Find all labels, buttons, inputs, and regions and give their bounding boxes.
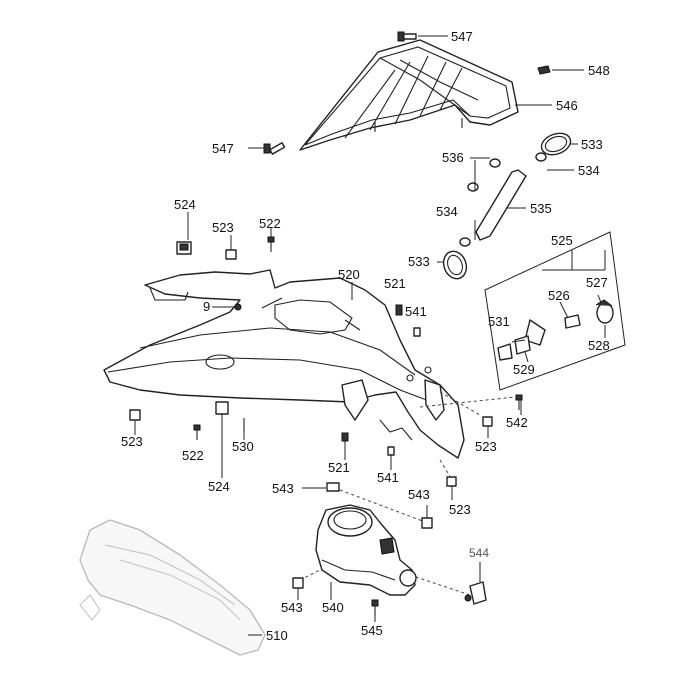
callout-522-upper: 522 (259, 216, 281, 231)
callout-536: 536 (442, 150, 464, 165)
callout-521-lower: 521 (328, 460, 350, 475)
callout-524-lower: 524 (208, 479, 230, 494)
callout-531: 531 (488, 314, 510, 329)
clip-543-left (292, 577, 304, 589)
callout-523-right: 523 (475, 439, 497, 454)
callout-533-upper: 533 (581, 137, 603, 152)
callout-547-left: 547 (212, 141, 234, 156)
tail-lamp-assembly-525 (484, 231, 626, 391)
callout-544: 544 (469, 546, 489, 560)
screw-545 (371, 599, 379, 616)
callout-510: 510 (266, 628, 288, 643)
callout-523-upper: 523 (212, 220, 234, 235)
screw-9 (234, 303, 242, 311)
callout-543-top: 543 (272, 481, 294, 496)
bolt-541-lower (387, 446, 395, 456)
screw-521-lower (341, 432, 349, 442)
callout-530: 530 (232, 439, 254, 454)
nut-523-lower (446, 476, 457, 487)
callout-529: 529 (513, 362, 535, 377)
leader-lines (134, 35, 606, 636)
clip-548 (537, 65, 551, 75)
callout-522-left: 522 (182, 448, 204, 463)
rear-carrier-rack (299, 39, 519, 151)
callout-524-upper: 524 (174, 197, 196, 212)
callout-541-lower: 541 (377, 470, 399, 485)
callout-labels: 547 548 546 547 533 536 534 534 535 533 … (121, 29, 610, 643)
bolt-547-top (397, 31, 417, 42)
reservoir-540 (315, 504, 417, 596)
bolt-547-left (263, 142, 286, 155)
callout-542: 542 (506, 415, 528, 430)
callout-533-lower: 533 (408, 254, 430, 269)
nut-524-upper (176, 241, 192, 255)
nut-523-right (482, 416, 493, 427)
callout-525: 525 (551, 233, 573, 248)
muffler-cover-510 (79, 519, 266, 656)
nut-524-left (215, 401, 229, 415)
callout-523-lower: 523 (449, 502, 471, 517)
nut-523-upper (225, 249, 237, 260)
screw-522-left (193, 424, 201, 440)
screw-521-upper (395, 304, 403, 316)
screw-522-upper (267, 236, 275, 252)
callout-547-top: 547 (451, 29, 473, 44)
bolt-541-upper (413, 327, 421, 337)
rear-fender-520 (103, 269, 465, 459)
callout-543-left: 543 (281, 600, 303, 615)
callout-534-left: 534 (436, 204, 458, 219)
callout-9: 9 (203, 299, 210, 314)
reflector-bracket-535 (475, 169, 527, 241)
callout-528: 528 (588, 338, 610, 353)
callout-520: 520 (338, 267, 360, 282)
callout-546: 546 (556, 98, 578, 113)
callout-543-right: 543 (408, 487, 430, 502)
callout-526: 526 (548, 288, 570, 303)
callout-540: 540 (322, 600, 344, 615)
clip-543-right (421, 517, 433, 529)
reflector-533-lower (442, 250, 468, 280)
callout-523-left: 523 (121, 434, 143, 449)
reflector-533-upper (540, 132, 572, 156)
callout-534-right: 534 (578, 163, 600, 178)
callout-548: 548 (588, 63, 610, 78)
callout-545: 545 (361, 623, 383, 638)
plate-544 (464, 581, 487, 605)
callout-541-upper: 541 (405, 304, 427, 319)
callout-527: 527 (586, 275, 608, 290)
callout-521-upper: 521 (384, 276, 406, 291)
nut-523-left (129, 409, 141, 421)
bolt-542 (515, 394, 523, 410)
callout-535: 535 (530, 201, 552, 216)
clip-543-top (326, 482, 340, 492)
